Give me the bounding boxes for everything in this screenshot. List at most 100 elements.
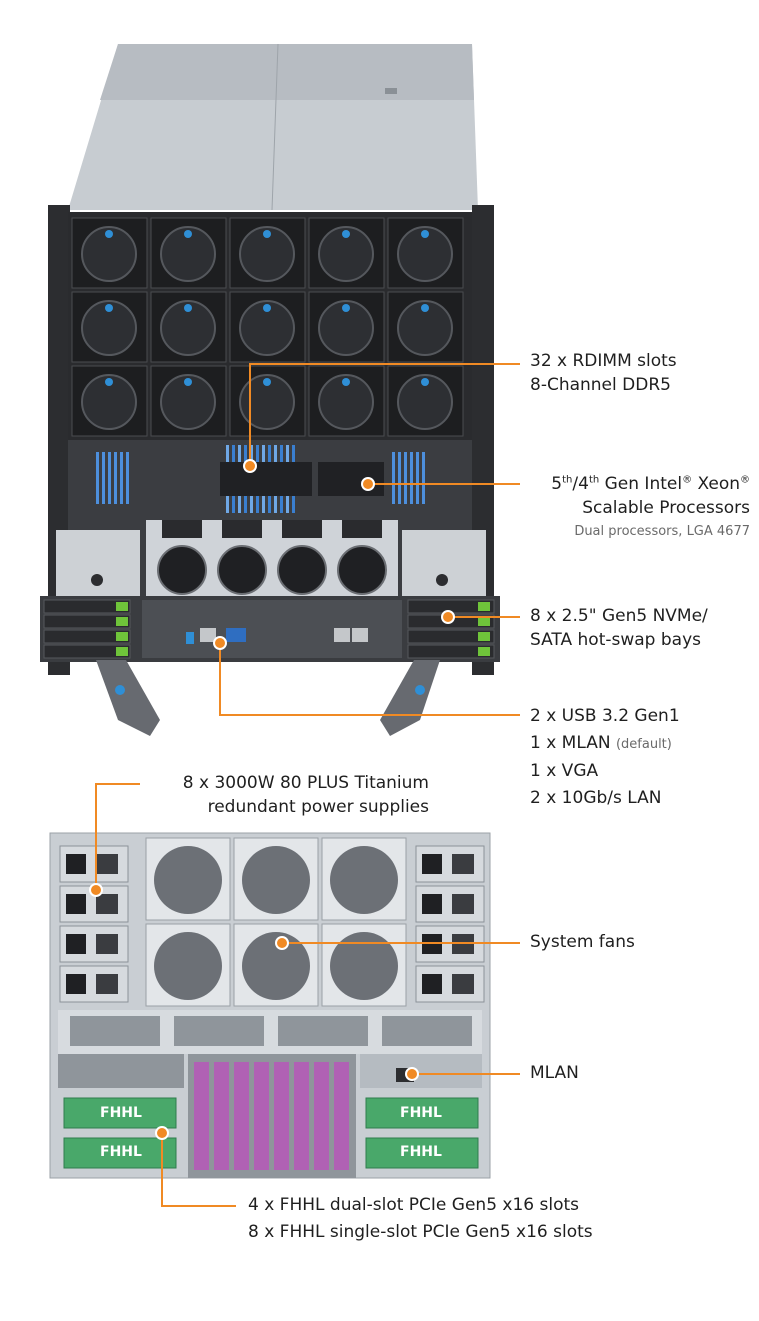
callout-rdimm: 32 x RDIMM slots 8-Channel DDR5 [530,349,677,397]
fan-frame [162,520,202,538]
fan-clip [184,304,192,312]
bays-line1: 8 x 2.5" Gen5 NVMe/ [530,606,708,626]
dimm-slot [126,452,129,504]
fan-clip [263,378,271,386]
mlan-label: MLAN [530,1063,579,1083]
io-mlan-note: (default) [615,737,672,752]
fan-grille [318,374,374,430]
callout-cpu: 5th/4th Gen Intel® Xeon® Scalable Proces… [551,472,750,544]
fan-grille [397,374,453,430]
psu-socket [66,894,86,914]
psu-handle [96,894,118,914]
bays-line2: SATA hot-swap bays [530,630,701,650]
fan-clip [184,230,192,238]
fan-grille [397,226,453,282]
pcie-single-slot [254,1062,269,1170]
fan-clip [105,378,113,386]
callout-io: 2 x USB 3.2 Gen1 1 x MLAN (default) 1 x … [530,703,680,812]
cpu-note: Dual processors, LGA 4677 [574,524,750,539]
fan-frame [282,520,322,538]
fans-label: System fans [530,932,635,952]
fhhl-label-2: FHHL [100,1144,142,1160]
dimm-slot [410,452,413,504]
fan-grille [81,374,137,430]
bay-latch [116,632,128,641]
fan-grille [160,300,216,356]
vent [174,1016,264,1046]
pcie-line2: 8 x FHHL single-slot PCIe Gen5 x16 slots [248,1222,593,1242]
psu-socket [66,854,86,874]
cpu-heatsink-1 [220,462,312,496]
pcie-single-slot [274,1062,289,1170]
callout-psu: 8 x 3000W 80 PLUS Titanium redundant pow… [183,771,429,819]
dimm-slot [422,452,425,504]
fan-clip [105,230,113,238]
bay-latch [116,602,128,611]
psu-socket [422,894,442,914]
fan-clip [421,304,429,312]
io-usb: 2 x USB 3.2 Gen1 [530,706,680,726]
pcie-dual-slot [63,1097,177,1129]
dimm-slot [114,452,117,504]
nvme-bay [407,644,495,659]
fan-frame [222,520,262,538]
dimm-slot [108,452,111,504]
pcie-dual-slot [365,1097,479,1129]
cpu-line2: Scalable Processors [582,498,750,518]
fan-grille [318,226,374,282]
psu-line1: 8 x 3000W 80 PLUS Titanium [182,773,429,793]
center-fan [337,545,387,595]
psu-handle [96,974,118,994]
rear-fan-grille [330,932,398,1000]
psu-socket [66,974,86,994]
vent [70,1016,160,1046]
center-fan [277,545,327,595]
fan-clip [342,230,350,238]
fhhl-label-1: FHHL [100,1105,142,1121]
nvme-bay [43,644,131,659]
callout-mlan: MLAN [530,1061,579,1085]
fan-grille [81,226,137,282]
fan-clip [263,304,271,312]
pcie-dual-slot [365,1137,479,1169]
dimm-slot [102,452,105,504]
pcie-single-slot [334,1062,349,1170]
dimm-slot [392,452,395,504]
rdimm-line1: 32 x RDIMM slots [530,351,677,371]
center-fan [217,545,267,595]
rdimm-line2: 8-Channel DDR5 [530,375,671,395]
fan-grille [239,226,295,282]
pcie-single-slot [314,1062,329,1170]
bay-latch [116,647,128,656]
fan-grille [81,300,137,356]
psu-socket [422,854,442,874]
nvme-bay [407,629,495,644]
fan-clip [263,230,271,238]
fan-clip [105,304,113,312]
leader-io [219,643,520,716]
vent [382,1016,472,1046]
fan-grille [160,374,216,430]
fan-clip [342,304,350,312]
io-vga: 1 x VGA [530,761,599,781]
fan-clip [184,378,192,386]
fan-frame [342,520,382,538]
pcie-single-slot [294,1062,309,1170]
io-mlan: 1 x MLAN (default) [530,733,672,753]
fan-grille [160,226,216,282]
psu-handle [452,854,474,874]
dimm-slot [416,452,419,504]
fan-clip [342,378,350,386]
dimm-slot [120,452,123,504]
fan-grille [239,300,295,356]
fan-grille [318,300,374,356]
callout-fans: System fans [530,930,635,954]
fhhl-label-4: FHHL [400,1144,442,1160]
callout-pcie: 4 x FHHL dual-slot PCIe Gen5 x16 slots 8… [248,1192,593,1246]
rear-fan-grille [154,932,222,1000]
vent [278,1016,368,1046]
psu-socket [66,934,86,954]
cpu-heatsink-2 [318,462,384,496]
pcie-single-slot [214,1062,229,1170]
